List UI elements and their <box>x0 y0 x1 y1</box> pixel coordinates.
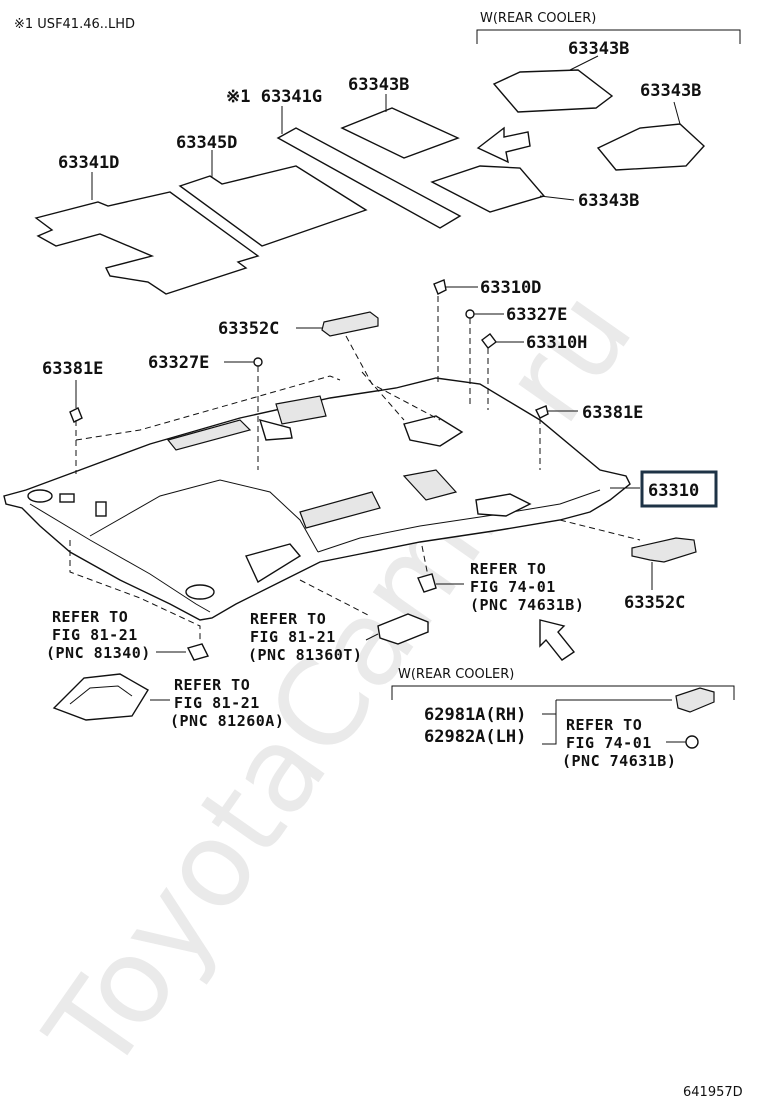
front-handle-recess <box>27 489 53 503</box>
group-rear-cooler-bottom: W(REAR COOLER) <box>398 667 514 682</box>
lamp-recess-1 <box>258 419 293 441</box>
clip-63381e-2[interactable] <box>535 405 549 419</box>
label-62982a[interactable]: 62982A(LH) <box>424 727 526 747</box>
label-63327e-2[interactable]: 63327E <box>148 353 209 373</box>
visor-bracket <box>95 501 107 517</box>
label-63327e-1[interactable]: 63327E <box>506 305 567 325</box>
svg-text:(PNC 74631B): (PNC 74631B) <box>470 596 584 614</box>
pad-63343b-4[interactable] <box>340 107 460 159</box>
label-62981a[interactable]: 62981A(RH) <box>424 705 526 725</box>
label-63341g[interactable]: ※1 63341G <box>226 87 322 107</box>
spacer-63352c-1[interactable] <box>321 311 379 337</box>
clip-63381e-1[interactable] <box>69 407 83 423</box>
clip-63310d[interactable] <box>433 279 447 295</box>
label-63343b-4[interactable]: 63343B <box>348 75 409 95</box>
visor-clip-recess <box>59 493 75 503</box>
svg-text:REFER TO: REFER TO <box>470 560 546 578</box>
group-bracket-bottom <box>391 685 735 700</box>
ref-note-81340[interactable]: REFER TO FIG 81-21 (PNC 81340) <box>46 608 151 662</box>
highlight-box-63310 <box>640 470 718 508</box>
label-63343b-1[interactable]: 63343B <box>568 39 629 59</box>
svg-text:FIG 74-01: FIG 74-01 <box>566 734 652 752</box>
group-bracket-top <box>476 29 741 44</box>
vent-grille-3 <box>299 491 381 529</box>
label-63345d[interactable]: 63345D <box>176 133 237 153</box>
label-63352c-1[interactable]: 63352C <box>218 319 279 339</box>
svg-text:FIG 74-01: FIG 74-01 <box>470 578 556 596</box>
pad-63343b-1[interactable] <box>492 69 614 113</box>
vent-grille-1 <box>166 419 252 451</box>
svg-text:FIG 81-21: FIG 81-21 <box>52 626 138 644</box>
ref-note-74631b-b[interactable]: REFER TO FIG 74-01 (PNC 74631B) <box>562 716 676 770</box>
clip-74631b[interactable] <box>685 735 699 749</box>
pad-63343b-3[interactable] <box>430 165 546 213</box>
map-lamp-81360t[interactable] <box>377 613 429 645</box>
ref-note-81360t[interactable]: REFER TO FIG 81-21 (PNC 81360T) <box>248 610 362 664</box>
label-63341d[interactable]: 63341D <box>58 153 119 173</box>
spacer-63352c-2[interactable] <box>631 537 697 563</box>
label-63343b-2[interactable]: 63343B <box>640 81 701 101</box>
ref-note-81260a[interactable]: REFER TO FIG 81-21 (PNC 81260A) <box>170 676 284 730</box>
svg-text:REFER TO: REFER TO <box>174 676 250 694</box>
svg-text:(PNC 74631B): (PNC 74631B) <box>562 752 676 770</box>
svg-text:REFER TO: REFER TO <box>250 610 326 628</box>
label-63381e-1[interactable]: 63381E <box>42 359 103 379</box>
label-63310[interactable]: 63310 <box>648 481 699 501</box>
footer-code: 641957D <box>683 1085 743 1100</box>
svg-text:FIG 81-21: FIG 81-21 <box>174 694 260 712</box>
grab-handle-recess <box>185 584 215 600</box>
clip-63327e-1[interactable] <box>465 309 475 319</box>
label-63310h[interactable]: 63310H <box>526 333 587 353</box>
register-62981a[interactable] <box>675 687 715 713</box>
overhead-module <box>403 415 464 447</box>
pad-63345d[interactable] <box>178 165 368 247</box>
vent-grille-4 <box>402 469 458 501</box>
label-63310d[interactable]: 63310D <box>480 278 541 298</box>
vent-grille-2 <box>275 395 327 425</box>
label-63343b-3[interactable]: 63343B <box>578 191 639 211</box>
svg-text:(PNC 81360T): (PNC 81360T) <box>248 646 362 664</box>
front-arrow-icon <box>539 619 576 661</box>
svg-text:(PNC 81260A): (PNC 81260A) <box>170 712 284 730</box>
clip-81340[interactable] <box>186 643 210 661</box>
strip-63341g[interactable] <box>276 127 462 229</box>
svg-text:REFER TO: REFER TO <box>52 608 128 626</box>
front-arrow-icon <box>476 126 531 164</box>
svg-text:FIG 81-21: FIG 81-21 <box>250 628 336 646</box>
connector-74631b[interactable] <box>417 573 437 593</box>
ref-note-74631b-a[interactable]: REFER TO FIG 74-01 (PNC 74631B) <box>470 560 584 614</box>
label-63381e-2[interactable]: 63381E <box>582 403 643 423</box>
header-note: ※1 USF41.46..LHD <box>14 17 135 32</box>
svg-text:(PNC 81340): (PNC 81340) <box>46 644 151 662</box>
pad-63341d[interactable] <box>34 191 260 295</box>
clip-63327e-2[interactable] <box>253 357 263 367</box>
svg-text:REFER TO: REFER TO <box>566 716 642 734</box>
lamp-recess-2 <box>475 493 532 517</box>
lamp-recess-3 <box>245 543 302 584</box>
room-lamp-81260a[interactable] <box>52 673 149 721</box>
group-rear-cooler-top: W(REAR COOLER) <box>480 11 596 26</box>
label-63352c-2[interactable]: 63352C <box>624 593 685 613</box>
pad-63343b-2[interactable] <box>596 123 705 171</box>
